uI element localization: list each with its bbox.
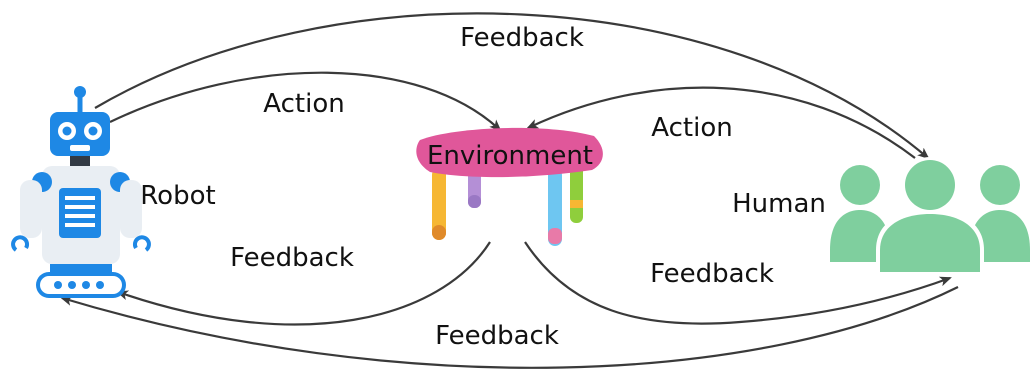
- robot-label: Robot: [140, 181, 215, 211]
- robot-icon: [11, 86, 151, 298]
- human-action-label: Action: [651, 113, 732, 143]
- human-feedback-label: Feedback: [650, 259, 774, 289]
- arrow-environment-feedback-to-human: [524, 241, 952, 325]
- arrow-robot-to-human-top: [94, 12, 930, 160]
- arrow-environment-feedback-to-robot: [116, 241, 491, 326]
- robot-action-label: Action: [263, 89, 344, 119]
- robot-feedback-label: Feedback: [230, 243, 354, 273]
- arrow-human-to-robot-bottom: [60, 286, 959, 369]
- arrow-human-action-to-environment: [526, 86, 916, 159]
- environment-label: Environment: [427, 141, 593, 171]
- arrows: [60, 12, 959, 369]
- table-icon: [416, 127, 603, 246]
- bottom-feedback-label: Feedback: [435, 321, 559, 351]
- arrow-robot-action-to-environment: [109, 71, 502, 132]
- human-label: Human: [732, 189, 826, 219]
- top-feedback-label: Feedback: [460, 23, 584, 53]
- human-group-icon: [830, 157, 1030, 276]
- labels: Feedback Action Action Environment Robot…: [140, 23, 826, 351]
